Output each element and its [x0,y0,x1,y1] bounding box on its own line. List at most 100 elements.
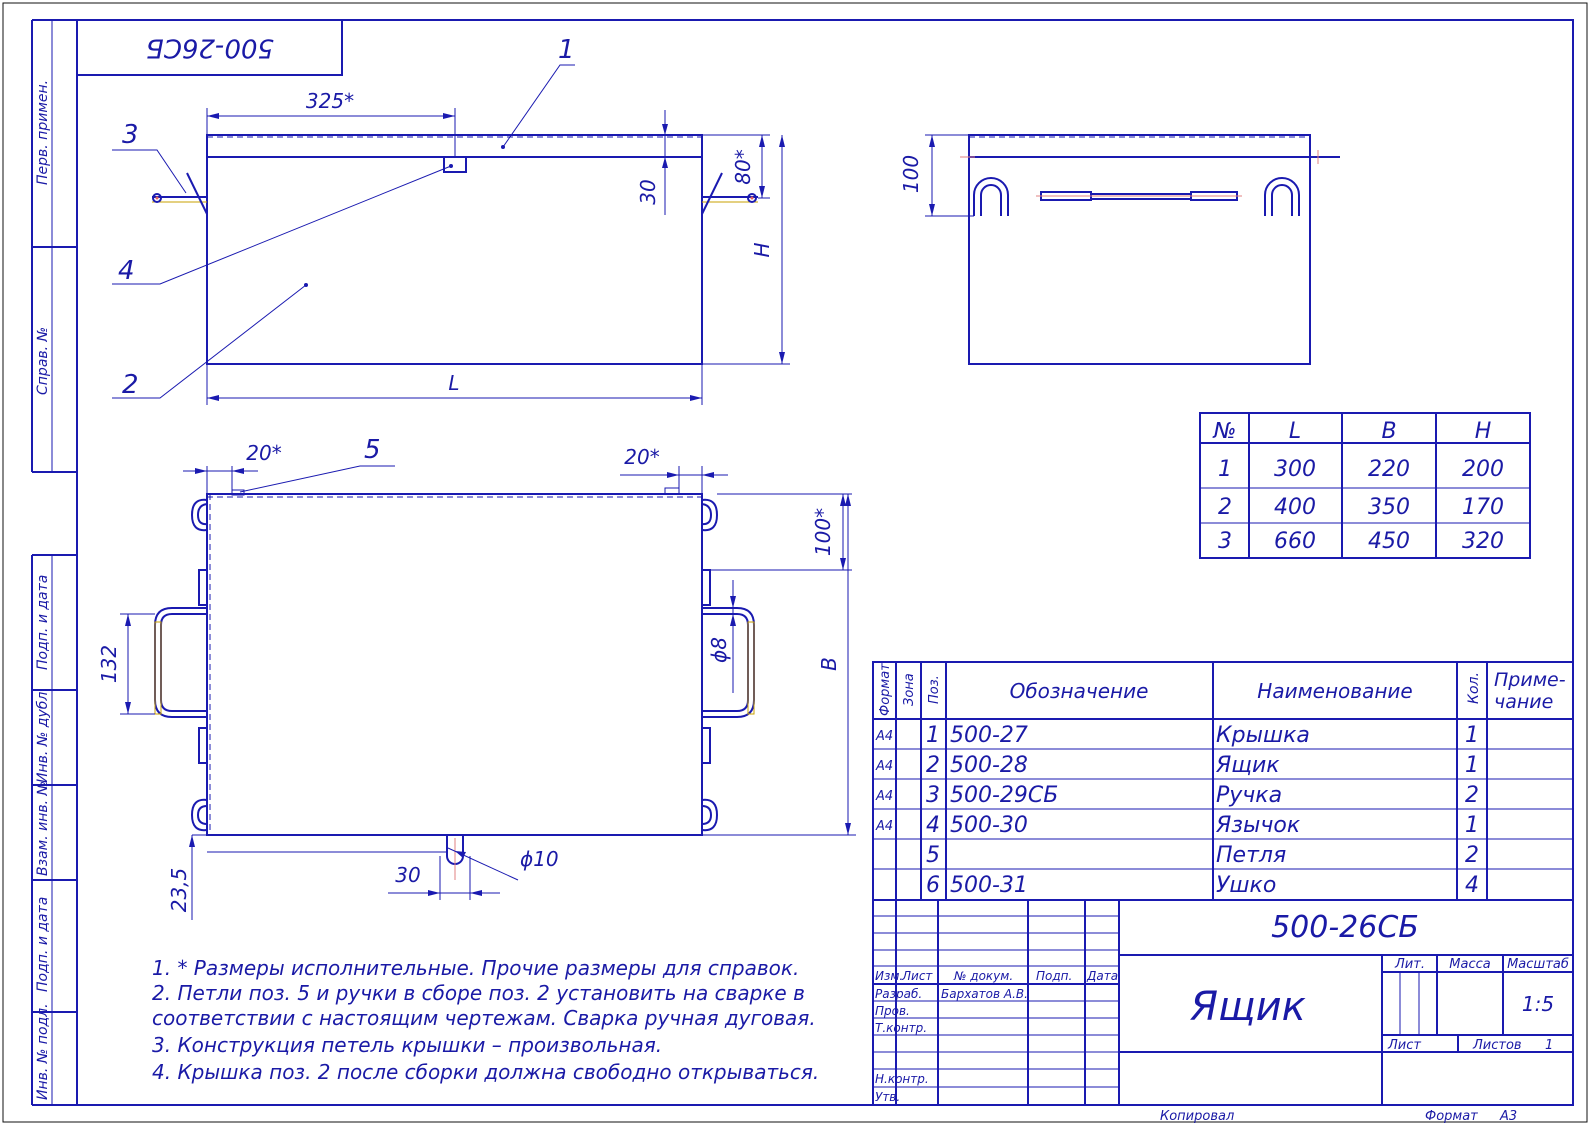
spec-table: Формат Зона Поз. Обозначение Наименовани… [872,661,1574,901]
tb-role-ncontr: Н.контр. [875,1072,929,1086]
spec-h-note2: чание [1494,691,1553,713]
spec-r2-format: А4 [875,789,893,804]
dim-30-bottom: 30 [395,863,420,887]
size-r1c3: 170 [1462,495,1504,520]
spec-r4-name: Петля [1216,843,1286,868]
callout-3: 3 [122,120,139,150]
size-r1c1: 400 [1274,495,1316,520]
size-h1: L [1289,419,1301,444]
spec-r3-name: Язычок [1215,813,1301,838]
spec-r1-name: Ящик [1215,753,1280,778]
front-view: 325* 30 80* H L 1 3 [112,35,790,405]
size-r0c1: 300 [1274,457,1316,482]
spec-r1-format: А4 [875,759,893,774]
size-r1c2: 350 [1368,495,1410,520]
spec-r2-pos: 3 [926,783,940,808]
tb-format-label: Формат [1425,1109,1478,1124]
dim-80: 80* [731,149,755,184]
dim-132: 132 [97,645,121,683]
tb-role-dev: Разраб. [875,987,922,1001]
tb-sheets-label: Листов [1472,1038,1522,1053]
spec-r5-des: 500-31 [950,873,1028,898]
side-body [968,156,1311,365]
tb-developer: Бархатов А.В. [941,987,1028,1001]
spec-r3-des: 500-30 [950,813,1028,838]
plan-body [206,493,703,836]
spec-r0-name: Крышка [1216,723,1310,748]
tb-role-appr: Утв. [875,1090,900,1104]
tb-mass-label: Масса [1449,957,1490,972]
size-r2c3: 320 [1462,529,1504,554]
tb-name: Ящик [1189,984,1306,1030]
spec-r3-format: А4 [875,819,893,834]
spec-r1-qty: 1 [1465,753,1479,778]
spec-r4-pos: 5 [926,843,940,868]
side-margin: Перв. примен. Справ. № Подп. и дата Инв.… [31,19,77,1106]
callout-2: 2 [122,370,139,400]
note-2: 2. Петли поз. 5 и ручки в сборе поз. 2 у… [152,981,805,1005]
title-block: Изм. Лист № докум. Подп. Дата Разраб. Ба… [872,899,1574,1124]
margin-label-4: Взам. инв. № [35,781,51,876]
spec-r2-name: Ручка [1216,783,1282,808]
margin-label-6: Инв. № подл. [35,1003,51,1100]
tb-h-list: Лист [901,969,933,983]
dim-23: 23,5 [167,868,191,913]
tb-h-doc: № докум. [953,969,1013,983]
callout-1: 1 [558,35,575,65]
callout-4: 4 [118,256,135,286]
drawing-frame [76,19,1574,1106]
callout-5: 5 [364,435,381,465]
side-lid [968,134,1311,158]
tb-role-check: Пров. [875,1004,910,1018]
tb-scale: 1:5 [1522,992,1554,1016]
spec-r5-name: Ушко [1216,873,1276,898]
tongue-pos4 [443,156,467,173]
tb-h-sign: Подп. [1036,969,1072,983]
spec-r3-pos: 4 [926,813,940,838]
spec-h-name: Наименование [1257,679,1412,703]
dim-B: B [817,657,841,671]
tb-scale-label: Масштаб [1507,957,1569,972]
size-table: № L B H 1 300 220 200 2 400 350 170 3 66… [1199,412,1531,559]
size-h3: H [1475,419,1492,444]
plan-view: 20* 5 20* 100* B 132 ϕ8 [97,435,856,920]
dim-100-plan: 100* [811,508,835,556]
size-r2c1: 660 [1274,529,1316,554]
spec-h-pos: Поз. [927,675,942,704]
dim-325: 325* [306,89,354,113]
dim-d8: ϕ8 [707,637,731,663]
size-r2c0: 3 [1218,529,1232,554]
technical-notes: 1. * Размеры исполнительные. Прочие разм… [152,956,819,1084]
spec-r0-pos: 1 [926,723,940,748]
tb-designation: 500-26СБ [1271,910,1419,945]
dim-30: 30 [636,179,660,204]
spec-r4-qty: 2 [1465,843,1479,868]
size-h2: B [1381,419,1396,444]
size-h0: № [1213,419,1237,444]
margin-label-5: Подп. и дата [35,897,51,992]
note-4: 4. Крышка поз. 2 после сборки должна сво… [152,1060,819,1084]
dim-L: L [448,371,459,395]
note-2b: соответствии с настоящим чертежам. Сварк… [152,1006,816,1030]
note-1: 1. * Размеры исполнительные. Прочие разм… [152,956,799,980]
spec-r0-des: 500-27 [950,723,1028,748]
size-r0c2: 220 [1368,457,1410,482]
front-body [206,156,703,365]
tb-h-izm: Изм. [875,969,903,983]
top-designation: 500-26СБ [146,33,274,63]
note-3: 3. Конструкция петель крышки – произволь… [152,1033,662,1057]
size-r0c3: 200 [1462,457,1504,482]
margin-label-2: Подп. и дата [35,575,51,670]
spec-r1-des: 500-28 [950,753,1028,778]
spec-r2-qty: 2 [1465,783,1479,808]
spec-r1-pos: 2 [926,753,940,778]
spec-h-qty: Кол. [1466,672,1482,704]
dim-20-right: 20* [624,445,659,469]
size-r2c2: 450 [1368,529,1410,554]
tb-h-date: Дата [1086,969,1118,983]
dim-20-left: 20* [246,441,281,465]
tb-role-tcontr: Т.контр. [875,1021,927,1035]
spec-r0-qty: 1 [1465,723,1479,748]
